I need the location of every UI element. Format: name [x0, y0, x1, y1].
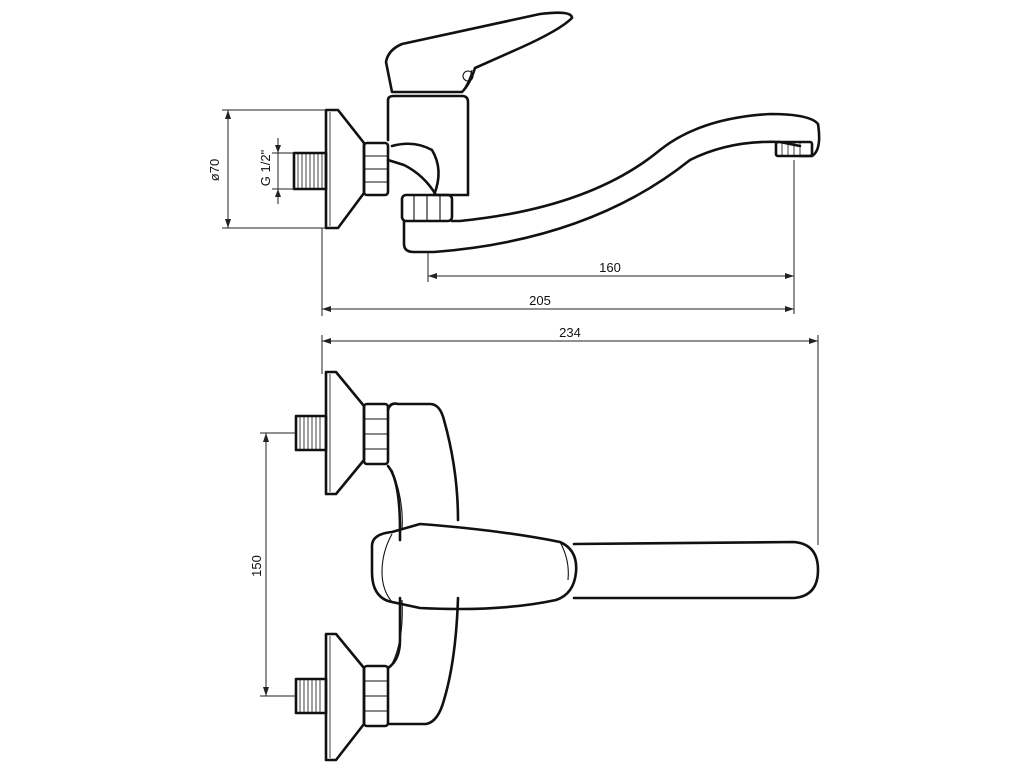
top-lever-handle — [370, 522, 578, 611]
total-length-dimension: 234 — [321, 325, 819, 545]
top-spout — [572, 540, 820, 600]
thread-dimension: G 1/2" — [258, 138, 294, 204]
side-view: ø70 G 1/2" 160 205 — [207, 11, 821, 316]
projection-dimension: 205 — [321, 228, 794, 316]
upper-wall-flange — [324, 370, 366, 496]
side-thread-connector — [292, 151, 328, 191]
top-mixer-body — [386, 402, 460, 726]
side-mixer-body — [386, 94, 470, 223]
thread-label: G 1/2" — [258, 149, 273, 186]
total-length-label: 234 — [559, 325, 581, 340]
reach-dimension: 160 — [427, 160, 795, 314]
projection-label: 205 — [529, 293, 551, 308]
side-spout — [402, 112, 821, 254]
diameter-dimension: ø70 — [207, 109, 326, 229]
reach-label: 160 — [599, 260, 621, 275]
upper-hex-nut — [362, 402, 390, 466]
lower-hex-nut — [362, 664, 390, 728]
top-view: 234 — [249, 325, 820, 762]
side-wall-flange — [324, 108, 366, 230]
spacing-label: 150 — [249, 555, 264, 577]
lower-wall-flange — [324, 632, 366, 762]
side-hex-nut — [362, 141, 390, 197]
diameter-label: ø70 — [207, 159, 222, 181]
side-lever-handle — [384, 11, 574, 94]
spacing-dimension: 150 — [249, 432, 296, 697]
lower-thread-connector — [294, 677, 328, 715]
upper-thread-connector — [294, 414, 328, 452]
